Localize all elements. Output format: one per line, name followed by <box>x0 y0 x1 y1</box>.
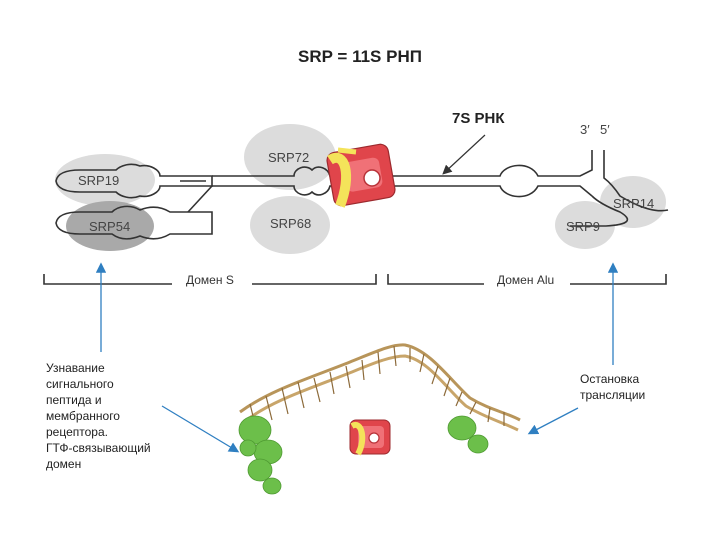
srp68-label: SRP68 <box>270 216 312 231</box>
diagram-title: SRP = 11S РНП <box>298 47 422 66</box>
domain-s-label: Домен S <box>186 273 234 287</box>
protein-3d-left <box>238 415 283 495</box>
srp54-label: SRP54 <box>89 219 131 234</box>
rna-pointer-arrow <box>442 134 486 175</box>
right-structure-arrow <box>527 407 579 435</box>
srp14-label: SRP14 <box>613 196 655 211</box>
signal-recognition-annotation: Узнавание сигнального пептида и мембранн… <box>46 361 151 471</box>
srp72-label: SRP72 <box>268 150 310 165</box>
domain-brackets <box>43 274 667 285</box>
rna-structure <box>55 150 669 240</box>
srp9-shape <box>555 201 615 249</box>
srp9-label: SRP9 <box>566 219 600 234</box>
translation-arrest-annotation: Остановка трансляции <box>580 372 646 402</box>
protein-shapes <box>55 124 666 254</box>
ribosome-icon <box>326 143 396 208</box>
protein-3d-right <box>447 415 489 454</box>
three-prime-end-label: 3′ <box>580 122 590 137</box>
five-prime-end-label: 5′ <box>600 122 610 137</box>
srp19-label: SRP19 <box>78 173 120 188</box>
srp72-shape <box>244 124 336 190</box>
domain-alu-label: Домен Alu <box>497 273 555 287</box>
ribosome-icon-small <box>349 419 391 456</box>
srp68-shape <box>250 196 330 254</box>
rna-helix-3d <box>239 343 521 432</box>
rna-label: 7S РНК <box>452 110 505 127</box>
left-structure-arrow <box>161 405 240 453</box>
srp19-shape <box>55 154 155 206</box>
srp14-shape <box>600 176 666 228</box>
